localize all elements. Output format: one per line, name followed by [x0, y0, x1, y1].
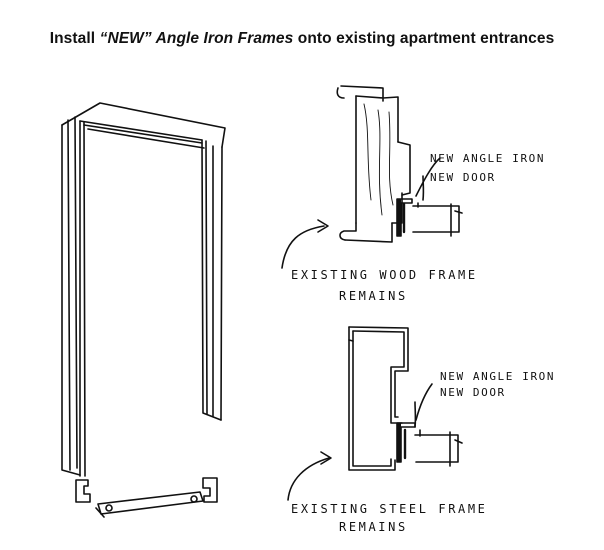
title-part-2: “NEW” Angle Iron Frames: [99, 30, 294, 47]
door-frame-sketch: [61, 102, 226, 477]
label-steel-frame-line-2: REMAINS: [339, 520, 408, 534]
label-wood-frame-line-1: EXISTING WOOD FRAME: [291, 268, 478, 282]
label-steel-angle-iron: NEW ANGLE IRON: [440, 370, 556, 383]
steel-frame-section: [287, 326, 463, 501]
frame-plan-section: [75, 477, 218, 518]
label-steel-frame-line-1: EXISTING STEEL FRAME: [291, 502, 488, 516]
title-part-3: onto existing apartment entrances: [293, 30, 555, 47]
wood-frame-section: [281, 85, 463, 269]
label-wood-new-door: NEW DOOR: [430, 171, 496, 184]
label-wood-frame-line-2: REMAINS: [339, 289, 408, 303]
label-steel-new-door: NEW DOOR: [440, 386, 506, 399]
label-wood-angle-iron: NEW ANGLE IRON: [430, 152, 546, 165]
page-title: Install “NEW” Angle Iron Frames onto exi…: [0, 30, 604, 48]
title-part-1: Install: [49, 30, 100, 47]
